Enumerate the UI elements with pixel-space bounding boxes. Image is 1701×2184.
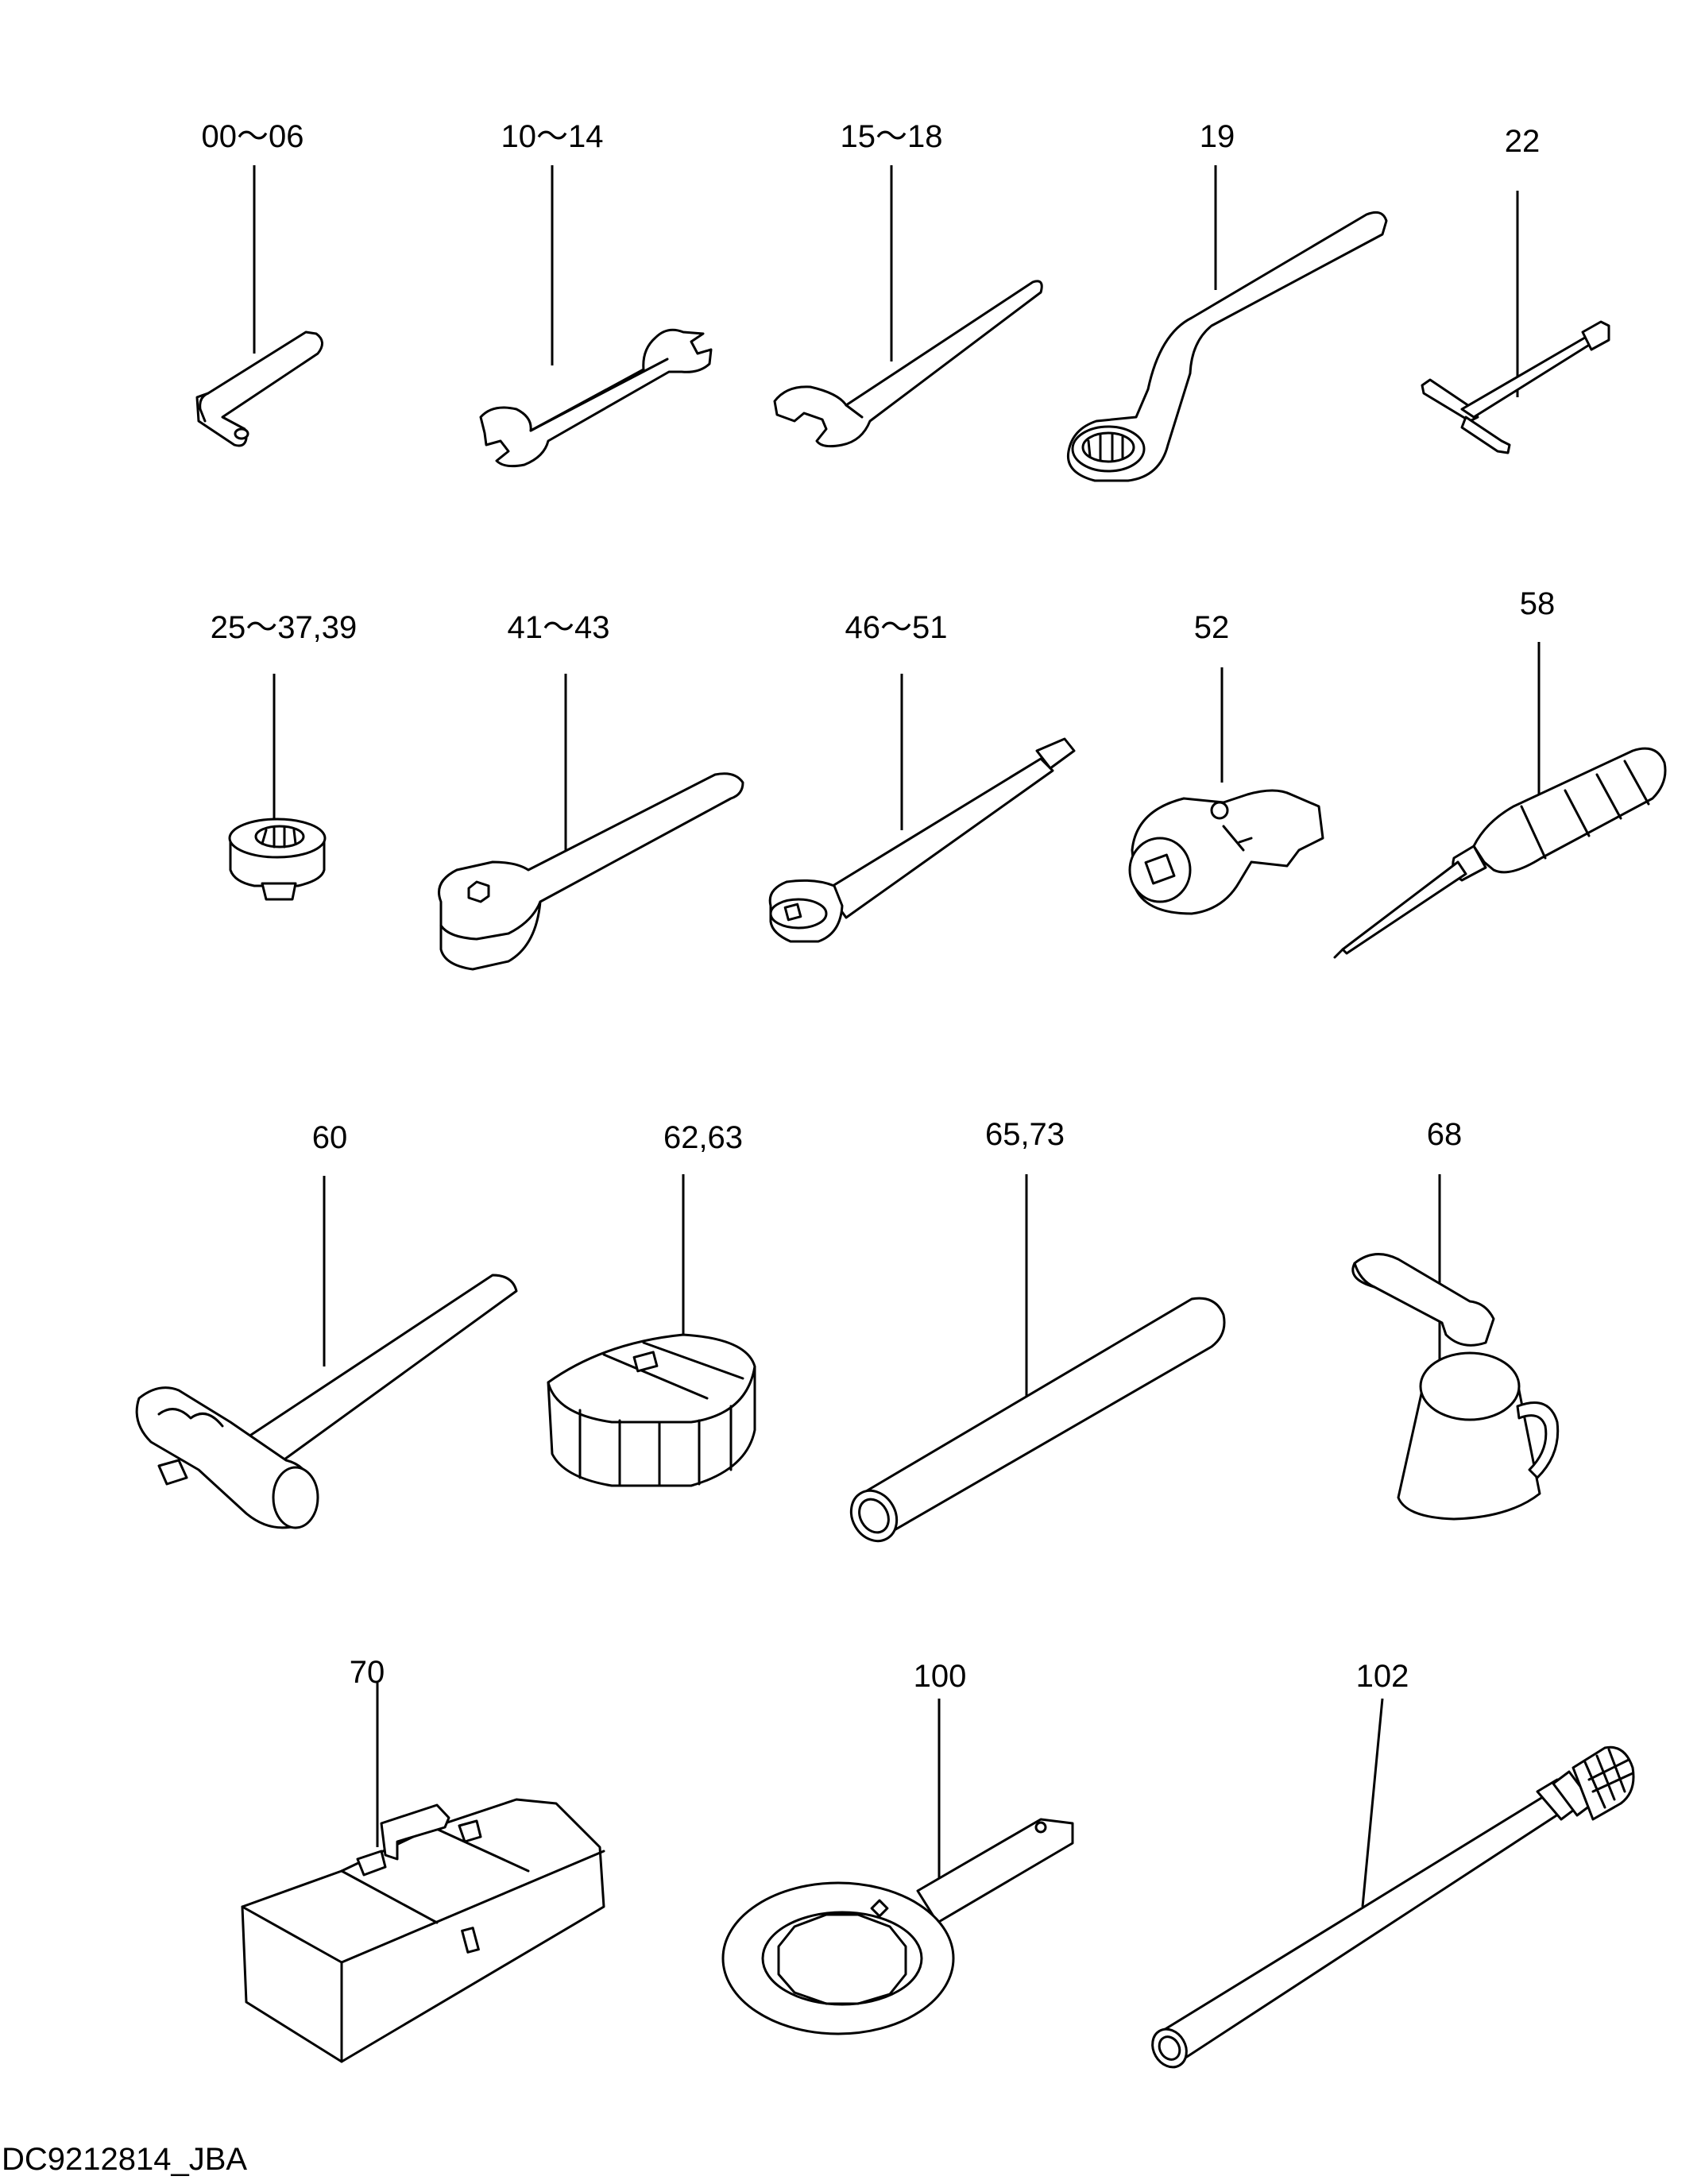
extension-bar-illustration: [768, 674, 1076, 943]
leader-line: [1361, 1698, 1384, 1908]
filter-wrench-illustration: [547, 1174, 756, 1487]
callout-label: 10～14: [501, 119, 604, 154]
callout-label: 68: [1426, 1117, 1463, 1152]
callout-label: 00～06: [201, 119, 304, 154]
double-open-end-wrench-illustration: [479, 165, 713, 468]
pipe-illustration: [849, 1174, 1226, 1543]
hex-key-illustration: [195, 165, 323, 447]
oil-can-illustration: [1351, 1174, 1560, 1521]
callout-label: 60: [311, 1120, 348, 1155]
callout-label: 19: [1199, 119, 1235, 154]
hammer-illustration: [135, 1176, 518, 1529]
callout-label: 58: [1519, 586, 1556, 621]
ratchet-handle-illustration: [438, 674, 744, 971]
callout-label: 22: [1504, 124, 1541, 159]
callout-label: 70: [349, 1655, 385, 1690]
universal-joint-illustration: [1128, 667, 1324, 915]
callout-label: 102: [1355, 1659, 1409, 1694]
ring-spanner-illustration: [721, 1699, 1074, 2035]
callout-label: 25～37,39: [210, 610, 358, 645]
callout-label: 65,73: [984, 1117, 1065, 1152]
screwdriver-illustration: [1333, 642, 1667, 959]
callout-label: 100: [913, 1659, 967, 1694]
document-id: DC9212814_JBA: [2, 2142, 248, 2177]
t-handle-wrench-illustration: [1421, 191, 1610, 454]
callout-label: 52: [1193, 610, 1230, 645]
callout-label: 62,63: [663, 1120, 744, 1155]
callout-label: 46～51: [845, 610, 948, 645]
callout-label: 41～43: [507, 610, 610, 645]
open-end-wrench-illustration: [773, 165, 1043, 448]
grease-gun-illustration: [1151, 1698, 1635, 2069]
tool-box-illustration: [241, 1683, 605, 2063]
offset-box-wrench-illustration: [1066, 165, 1388, 482]
callout-label: 15～18: [840, 119, 943, 154]
socket-illustration: [228, 674, 327, 901]
